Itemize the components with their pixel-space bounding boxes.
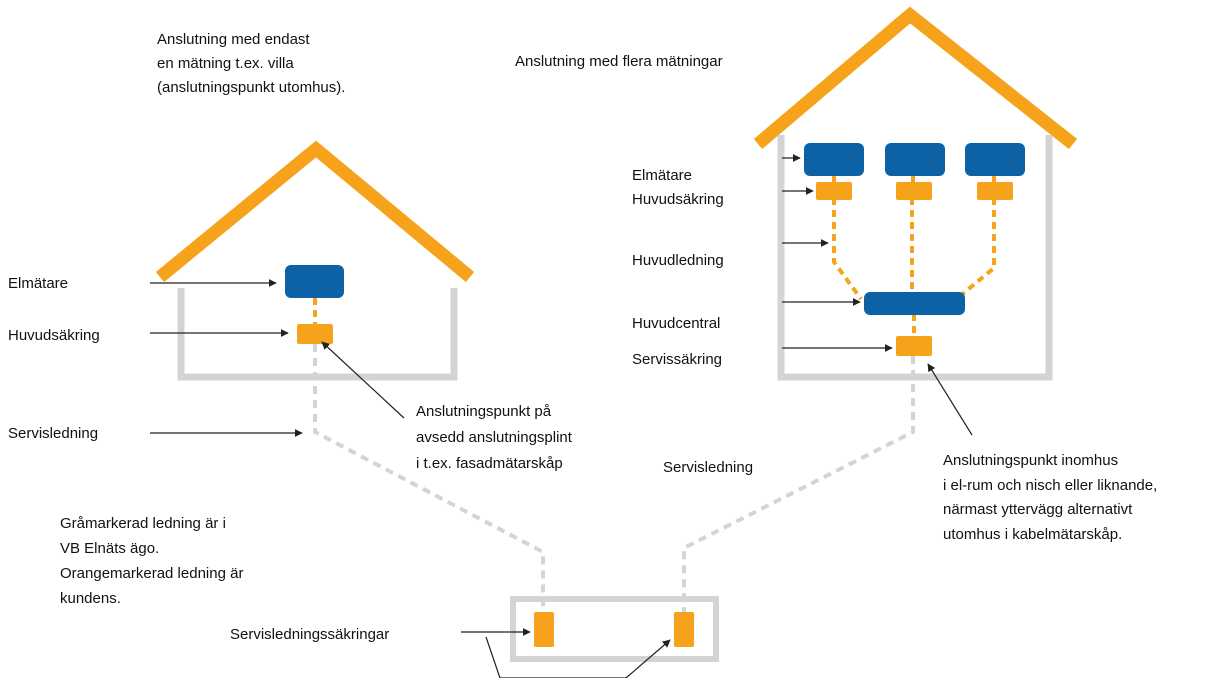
left-heading-line-1: Anslutning med endast xyxy=(157,31,310,48)
left-label-meter: Elmätare xyxy=(8,275,68,292)
left-connection-note-1: Anslutningspunkt på xyxy=(416,403,552,420)
right-meter-1 xyxy=(804,143,864,176)
left-main-fuse xyxy=(297,324,333,344)
right-main-fuse-1 xyxy=(816,182,852,200)
right-label-service-fuse: Servissäkring xyxy=(632,351,722,368)
right-house xyxy=(753,6,1078,381)
right-connection-note-4: utomhus i kabelmätarskåp. xyxy=(943,526,1122,543)
left-label-main-fuse: Huvudsäkring xyxy=(8,327,100,344)
service-fuse-cabinet xyxy=(510,596,719,662)
right-main-lines xyxy=(832,175,996,336)
right-meter-2 xyxy=(885,143,945,176)
right-main-fuse-2 xyxy=(896,182,932,200)
right-heading: Anslutning med flera mätningar xyxy=(515,53,723,70)
left-connection-note-3: i t.ex. fasadmätarskåp xyxy=(416,455,563,472)
right-connection-note-1: Anslutningspunkt inomhus xyxy=(943,452,1118,469)
right-service-fuse xyxy=(896,336,932,356)
left-meter xyxy=(285,265,344,298)
legend-line-1: Gråmarkerad ledning är i xyxy=(60,515,226,532)
pointer-arrows xyxy=(150,154,973,678)
left-service-cable xyxy=(313,344,545,614)
right-main-panel xyxy=(864,292,965,315)
cabinet-box xyxy=(510,596,719,662)
right-house-roof xyxy=(753,6,1078,150)
arrow-left-connection xyxy=(321,341,405,419)
cabinet-fuse-2 xyxy=(674,612,694,647)
cabinet-label: Servisledningssäkringar xyxy=(230,626,389,643)
text-labels: Anslutning med endast en mätning t.ex. v… xyxy=(8,31,1157,643)
right-label-main-panel: Huvudcentral xyxy=(632,315,720,332)
right-service-cable xyxy=(682,356,915,614)
right-meter-3 xyxy=(965,143,1025,176)
right-label-main-line: Huvudledning xyxy=(632,252,724,269)
right-label-service-cable: Servisledning xyxy=(663,459,753,476)
right-main-fuse-3 xyxy=(977,182,1013,200)
right-label-main-fuse: Huvudsäkring xyxy=(632,191,724,208)
left-heading-line-3: (anslutningspunkt utomhus). xyxy=(157,79,345,96)
right-connection-note-2: i el-rum och nisch eller liknande, xyxy=(943,477,1157,494)
left-house-roof xyxy=(155,140,475,283)
right-label-meter: Elmätare xyxy=(632,167,692,184)
left-heading-line-2: en mätning t.ex. villa xyxy=(157,55,294,72)
arrow-right-connection xyxy=(927,363,973,436)
cabinet-fuse-1 xyxy=(534,612,554,647)
legend-line-2: VB Elnäts ägo. xyxy=(60,540,159,557)
left-house xyxy=(155,140,475,381)
left-connection-note-2: avsedd anslutningsplint xyxy=(416,429,573,446)
arrow-cabinet-2 xyxy=(485,636,671,678)
left-label-service-cable: Servisledning xyxy=(8,425,98,442)
legend-line-4: kundens. xyxy=(60,590,121,607)
right-connection-note-3: närmast yttervägg alternativt xyxy=(943,501,1133,518)
legend-line-3: Orangemarkerad ledning är xyxy=(60,565,243,582)
